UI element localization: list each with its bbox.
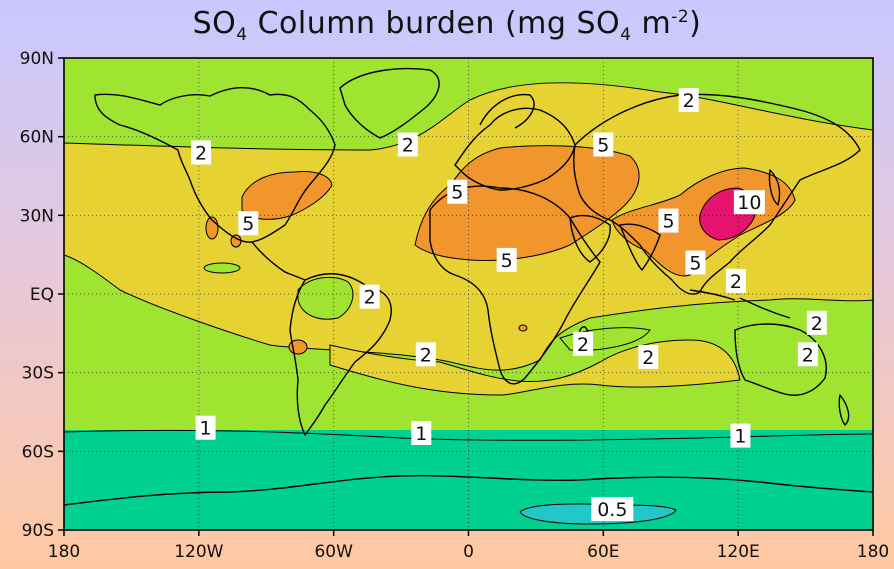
coast-north-america xyxy=(94,86,336,243)
contour-label-box xyxy=(191,140,212,165)
contour-label-box xyxy=(678,87,699,112)
coast-scandinavia xyxy=(479,93,535,129)
region-5-10-eurafrica xyxy=(414,145,640,261)
contour-label-box xyxy=(496,247,517,272)
contour-label-box xyxy=(415,342,436,367)
contour-label: 5 xyxy=(597,135,609,157)
contour-label-box xyxy=(658,208,679,233)
coast-new-zealand xyxy=(838,394,850,426)
region-2-5-south xyxy=(329,339,741,396)
contour-label-box xyxy=(806,310,827,335)
coast-africa xyxy=(429,185,601,385)
contour-label: 2 xyxy=(420,344,432,366)
contour-label-box xyxy=(733,190,765,215)
contour-label-box xyxy=(195,415,216,440)
contour-label: 1 xyxy=(734,426,746,448)
region-1-2-pacific xyxy=(203,262,241,274)
contour-label: 2 xyxy=(642,347,654,369)
lat-tick-label: 60N xyxy=(20,128,54,148)
contour-label: 0.5 xyxy=(597,499,627,521)
contour-label: 2 xyxy=(730,271,742,293)
contour-label-box xyxy=(725,268,746,293)
contour-label: 1 xyxy=(200,418,212,440)
contour-label: 2 xyxy=(802,344,814,366)
contour-label: 2 xyxy=(577,334,589,356)
lon-tick-label: 60W xyxy=(314,542,353,562)
contour-label: 5 xyxy=(242,213,254,235)
region-5-10-africa xyxy=(518,324,528,332)
coast-australia xyxy=(734,323,827,396)
lat-tick-label: 90N xyxy=(20,49,54,69)
coast-india xyxy=(619,223,661,271)
contour-1 xyxy=(63,429,874,441)
contour-label-box xyxy=(447,179,468,204)
contour-label-box xyxy=(638,344,659,369)
contour-label: 10 xyxy=(737,192,761,214)
contour-label-box xyxy=(397,132,418,157)
contour-label: 5 xyxy=(689,253,701,275)
coast-antarctica xyxy=(63,474,874,506)
coast-arabia xyxy=(569,214,611,263)
lat-tick-label: 30S xyxy=(22,364,54,384)
contour-label: 2 xyxy=(811,313,823,335)
contour-label-box xyxy=(593,132,614,157)
region-1-2-amazon xyxy=(297,276,354,320)
lon-tick-label: 120W xyxy=(174,542,223,562)
region-5-10-namerica xyxy=(241,171,333,220)
contour-label: 2 xyxy=(402,135,414,157)
lon-tick-label: 180 xyxy=(48,542,80,562)
contour-label-box xyxy=(411,420,432,445)
coastlines xyxy=(63,67,874,506)
contour-label: 5 xyxy=(662,211,674,233)
lat-tick-label: 60S xyxy=(22,442,54,462)
contour-label: 2 xyxy=(364,287,376,309)
contour-label: 2 xyxy=(195,142,207,164)
contour-label-box xyxy=(359,284,380,309)
coast-greenland xyxy=(339,67,440,139)
coast-japan xyxy=(768,169,781,206)
axis-ticks xyxy=(58,57,874,536)
contour-label-box xyxy=(797,342,818,367)
coast-asia xyxy=(573,93,861,295)
lat-tick-label: 30N xyxy=(20,206,54,226)
lat-tick-label: EQ xyxy=(30,285,54,305)
contour-label-box xyxy=(573,331,594,356)
lon-tick-label: 120E xyxy=(717,542,760,562)
lon-tick-label: 0 xyxy=(463,542,474,562)
contour-label-box xyxy=(591,497,634,522)
grid-lines xyxy=(64,58,873,530)
contour-label: 5 xyxy=(451,182,463,204)
contour-label: 1 xyxy=(415,423,427,445)
contour-label-box xyxy=(685,250,706,275)
contour-label: 5 xyxy=(501,250,513,272)
coast-central-america xyxy=(251,241,306,281)
contour-label-box xyxy=(238,211,259,236)
lon-tick-label: 180 xyxy=(857,542,889,562)
contour-label-box xyxy=(730,423,751,448)
lon-tick-label: 60E xyxy=(587,542,619,562)
lat-tick-label: 90S xyxy=(22,521,54,541)
map-title: SO4 Column burden (mg SO4 m-2) xyxy=(192,6,702,45)
contour-label: 2 xyxy=(683,90,695,112)
